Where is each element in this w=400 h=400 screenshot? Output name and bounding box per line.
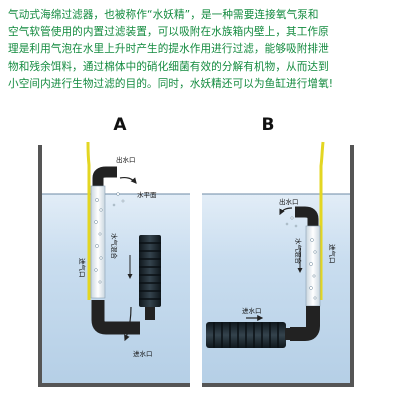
sponge-neck-b	[285, 328, 293, 340]
lift-tube-b	[305, 225, 321, 307]
sponge-ribs-b	[213, 322, 279, 348]
air-inlet-label-b: 进气口	[328, 244, 337, 264]
panel-b-label: B	[262, 115, 275, 135]
intro-line: 小空间内进行生物过滤的目的。同时，水妖精还可以为鱼缸进行增氧!	[8, 77, 334, 90]
intro-paragraph: 气动式海绵过滤器，也被称作“水妖精”，是一种需要连接氧气泵和 空气软管使用的内置…	[8, 7, 396, 93]
air-hose-a	[86, 141, 91, 300]
filter-a	[86, 141, 161, 342]
outlet-label-a: 出水口	[116, 155, 136, 164]
outlet-elbow-b	[295, 206, 319, 228]
intro-line: 空气软管使用的内置过滤装置，可以吸附在水族箱内壁上，其工作原	[8, 26, 329, 39]
inlet-arrow-a	[124, 306, 132, 342]
bubbles-b	[285, 216, 317, 300]
intro-line: 物和残余饵料，通过棉体中的硝化细菌有效的分解有机物，从而达到	[8, 60, 329, 73]
bubbles-a	[94, 192, 125, 284]
sponge-ribs-a	[139, 242, 161, 300]
inlet-label-a: 进水口	[133, 349, 153, 358]
water-surface-label: 水平面	[137, 190, 157, 199]
sponge-a	[139, 235, 161, 307]
tank-wall-a	[38, 145, 190, 387]
water-a	[40, 194, 190, 385]
tank-wall-b	[202, 145, 354, 387]
intro-line: 理是利用气泡在水里上升时产生的提水作用进行过滤，能够吸附排泄	[8, 43, 329, 56]
filter-b	[206, 141, 325, 348]
outlet-label-b: 出水口	[279, 197, 299, 206]
lift-tube-a	[90, 185, 106, 299]
sponge-neck-a	[145, 307, 155, 320]
air-inlet-label-a: 进气口	[78, 258, 87, 278]
tank-a	[38, 145, 190, 387]
outlet-arrow-b	[279, 207, 293, 216]
tank-b	[202, 145, 354, 387]
water-b	[202, 194, 352, 385]
inlet-label-b: 进水口	[242, 306, 262, 315]
mix-label-a: 水气混合	[110, 233, 119, 260]
bottom-pipe-b	[290, 306, 320, 341]
panel-a-label: A	[113, 115, 127, 135]
air-hose-b	[319, 141, 325, 300]
outlet-elbow-a	[92, 166, 117, 188]
bottom-pipe-a	[91, 300, 140, 335]
intro-line: 气动式海绵过滤器，也被称作“水妖精”，是一种需要连接氧气泵和	[8, 9, 319, 21]
mix-label-b: 水气混合	[294, 238, 303, 265]
outlet-arrow-a	[119, 176, 137, 184]
